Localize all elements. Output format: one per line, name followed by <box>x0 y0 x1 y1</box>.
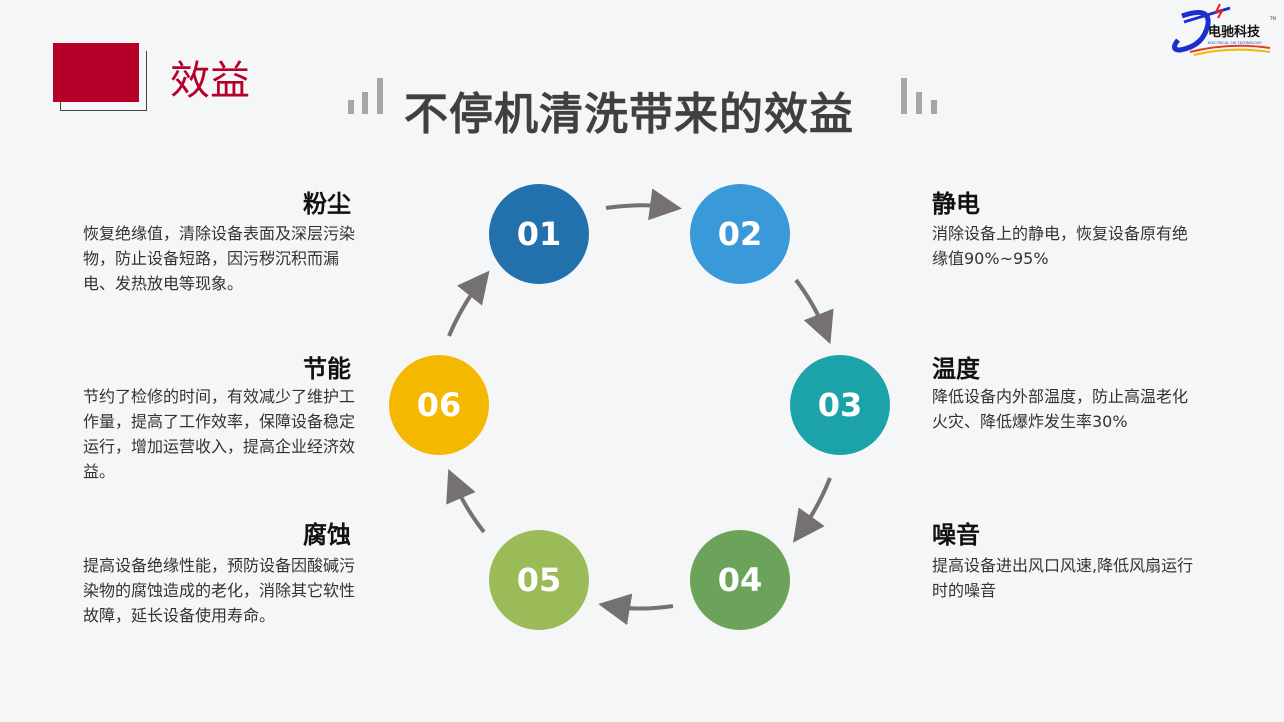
text-corrosion: 提高设备绝缘性能，预防设备因酸碱污染物的腐蚀造成的老化，消除其它软性故障，延长设… <box>83 556 356 625</box>
arrow-02-03 <box>794 278 834 345</box>
text-dust: 恢复绝缘值，清除设备表面及深层污染物，防止设备短路，因污秽沉积而漏电、发热放电等… <box>83 224 356 293</box>
title-decoration-bar <box>931 100 937 114</box>
step-circle-02: 02 <box>690 184 790 284</box>
heading-noise: 噪音 <box>932 521 980 549</box>
heading-corrosion: 腐蚀 <box>303 521 351 549</box>
heading-energy: 节能 <box>303 355 351 383</box>
heading-dust: 粉尘 <box>303 190 351 218</box>
arrow-04-05 <box>598 593 674 626</box>
step-circle-06: 06 <box>389 355 489 455</box>
text-energy: 节约了检修的时间，有效减少了维护工作量，提高了工作效率，保障设备稳定运行，增加运… <box>83 387 356 481</box>
section-label: 效益 <box>170 58 250 104</box>
text-noise: 提高设备进出风口风速,降低风扇运行时的噪音 <box>932 556 1194 600</box>
text-temperature: 降低设备内外部温度，防止高温老化火灾、降低爆炸发生率30% <box>932 387 1189 431</box>
title-decoration-bar <box>901 78 907 114</box>
step-circle-05: 05 <box>489 530 589 630</box>
step-circle-04: 04 <box>690 530 790 630</box>
svg-text:TM: TM <box>1269 16 1276 21</box>
page-title: 不停机清洗带来的效益 <box>404 89 854 140</box>
title-decoration-bar <box>377 78 383 114</box>
arrow-03-04 <box>792 477 832 543</box>
company-logo: 电驰科技 ELECTRICAL CHI TECHNOLOGY TM <box>1172 3 1276 56</box>
section-marker <box>53 43 139 102</box>
arrow-01-02 <box>605 188 682 221</box>
title-decoration-bar <box>348 100 354 114</box>
title-decoration-bar <box>916 92 922 114</box>
step-circle-03: 03 <box>790 355 890 455</box>
svg-text:ELECTRICAL CHI TECHNOLOGY: ELECTRICAL CHI TECHNOLOGY <box>1208 41 1262 45</box>
svg-text:电驰科技: 电驰科技 <box>1208 24 1261 40</box>
heading-static: 静电 <box>932 190 980 218</box>
text-static: 消除设备上的静电，恢复设备原有绝缘值90%~95% <box>932 224 1189 268</box>
title-decoration-bar <box>362 92 368 114</box>
arrow-06-01 <box>447 270 490 337</box>
arrow-05-06 <box>446 468 486 534</box>
heading-temperature: 温度 <box>932 355 980 383</box>
step-circle-01: 01 <box>489 184 589 284</box>
